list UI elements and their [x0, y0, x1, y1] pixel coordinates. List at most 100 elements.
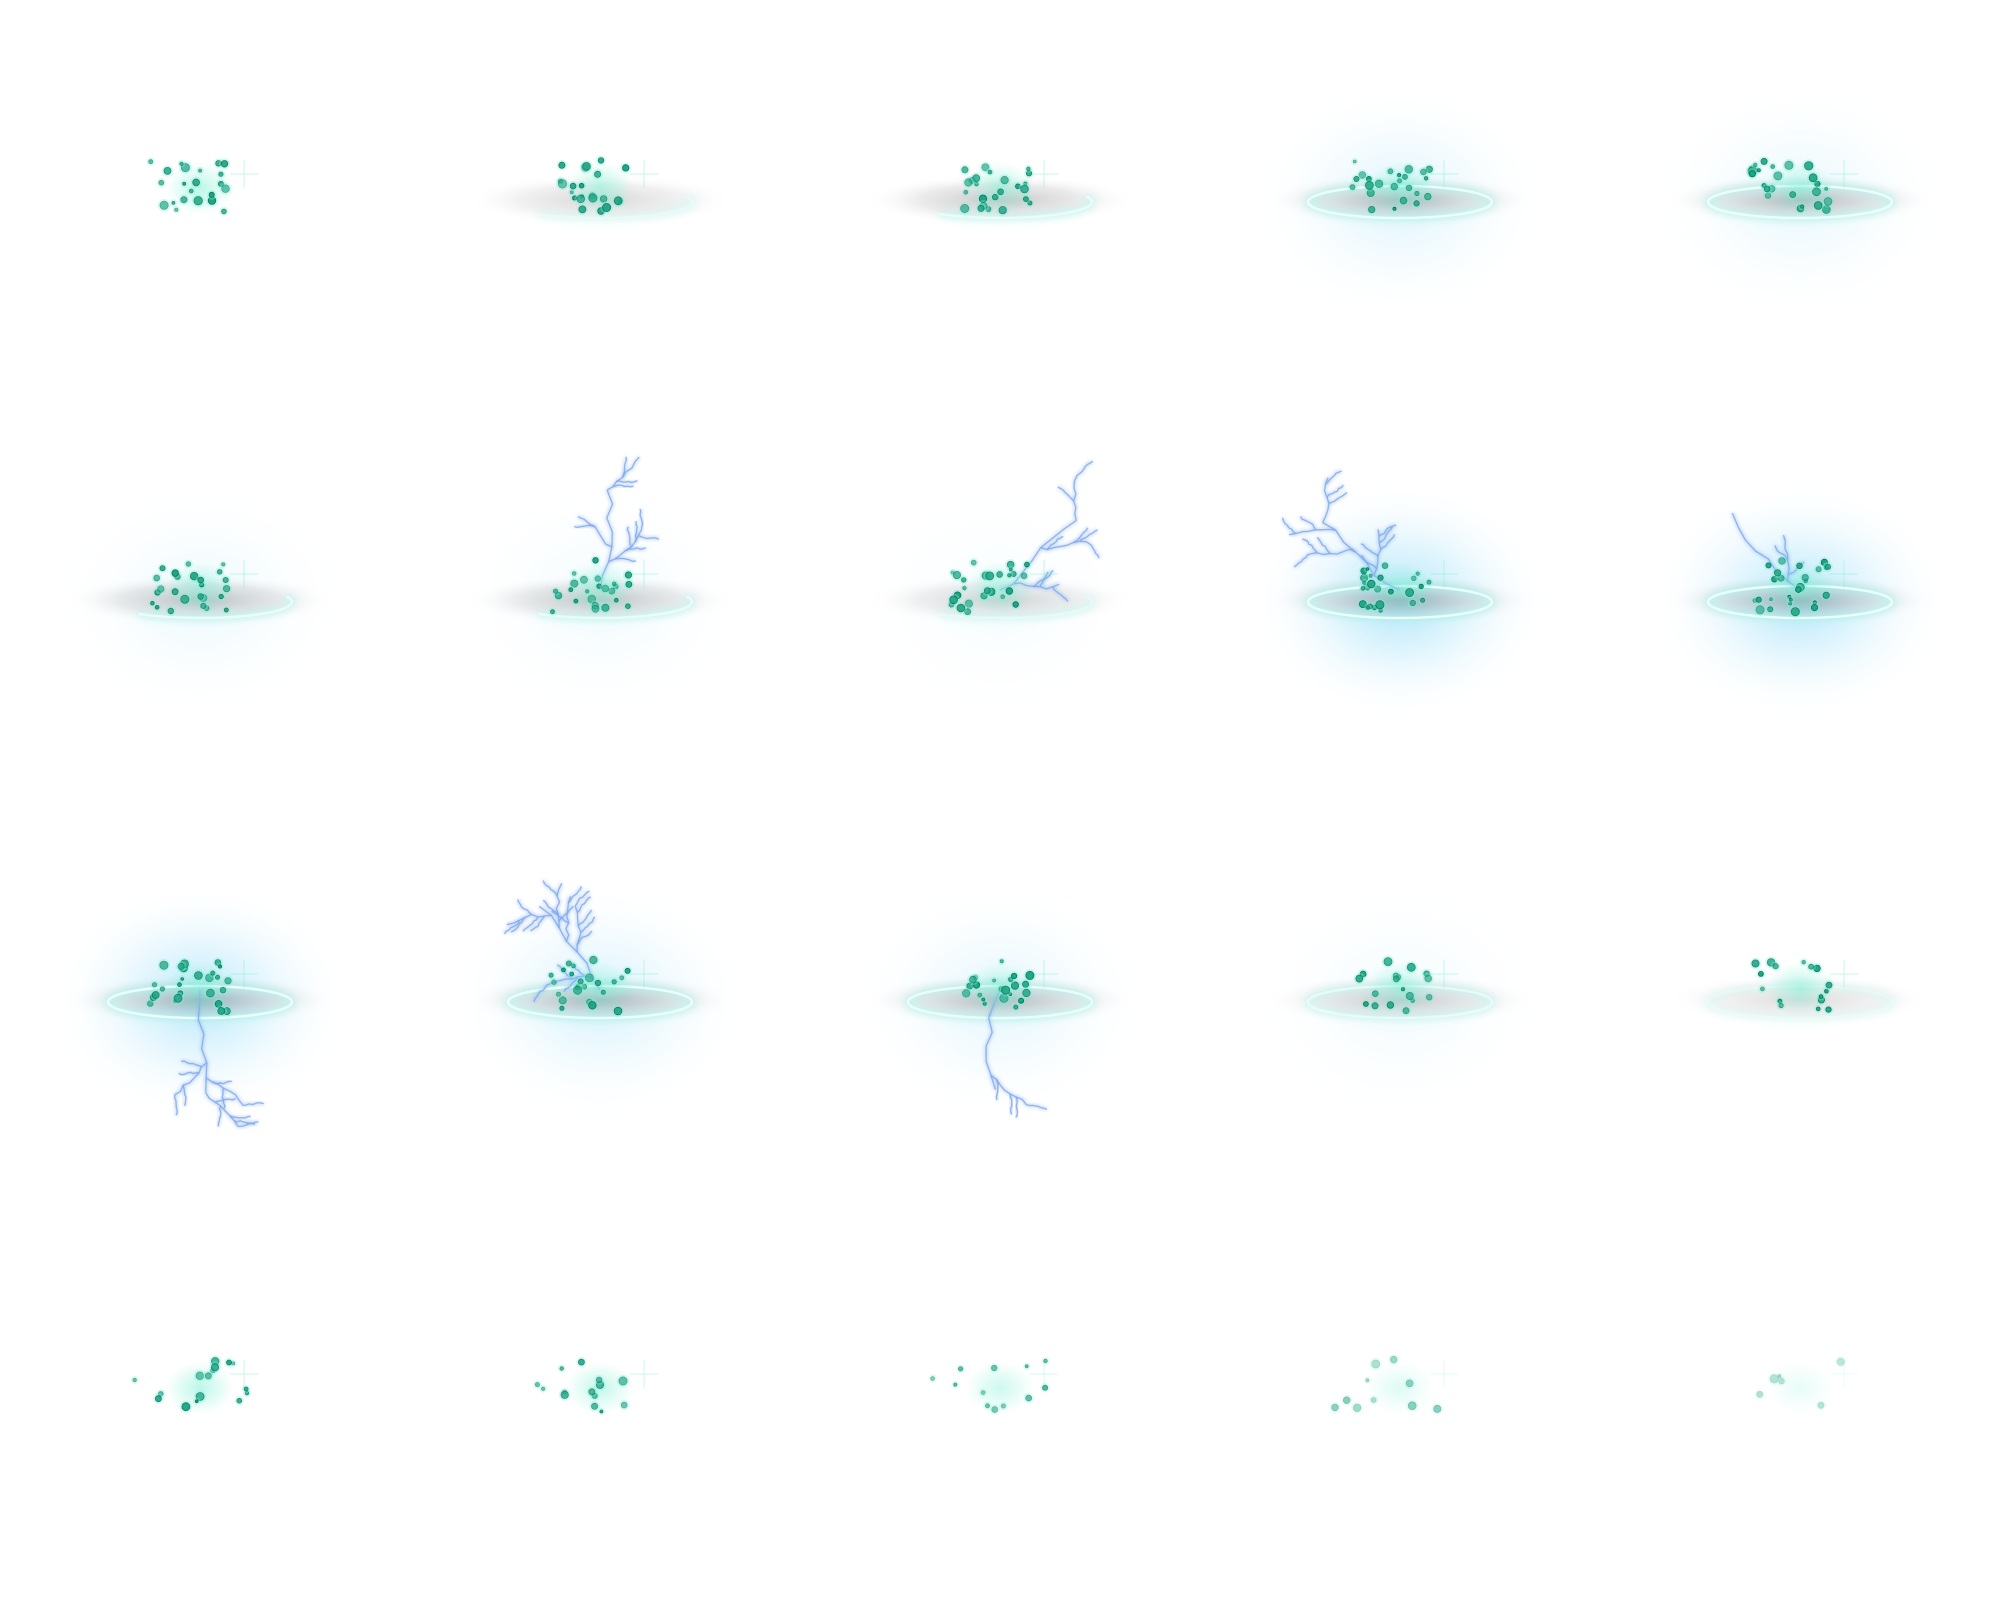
particle-halo [1767, 1372, 1781, 1386]
lightning-bolt [626, 526, 632, 548]
particle-halo [1776, 1376, 1787, 1387]
particle [1010, 972, 1018, 980]
particle [159, 565, 166, 572]
particle [1760, 157, 1768, 165]
particle [1804, 161, 1814, 171]
particle [1796, 562, 1803, 569]
frame-10 [1650, 480, 1950, 720]
particle [1024, 561, 1030, 568]
particle [594, 979, 602, 987]
particle [217, 180, 224, 187]
particle [998, 206, 1007, 215]
lightning-bolt [503, 920, 521, 935]
particle [1425, 994, 1433, 1001]
particle [578, 1358, 585, 1366]
particle [960, 203, 970, 213]
frame-1 [146, 157, 258, 216]
particle [1352, 159, 1357, 164]
particle [613, 196, 623, 206]
particle [996, 571, 1003, 578]
particle [214, 1000, 223, 1008]
particle [195, 1371, 204, 1380]
particle [622, 164, 630, 172]
frame-20 [1754, 1356, 1858, 1414]
particle [1001, 985, 1011, 995]
particle [964, 599, 973, 608]
particle [581, 983, 588, 990]
particle [1401, 987, 1406, 992]
frame-11 [50, 880, 350, 1129]
particle [962, 585, 967, 591]
particle [999, 959, 1004, 964]
particle [223, 607, 229, 613]
particle [1824, 186, 1829, 191]
lightning-bolt [616, 479, 638, 484]
particle [1024, 1364, 1029, 1369]
lightning-bolt [174, 1094, 178, 1116]
particle [582, 162, 591, 171]
particle [595, 1376, 603, 1384]
particle [1813, 201, 1823, 210]
particle [1022, 980, 1030, 988]
particle [573, 598, 579, 604]
particle [585, 589, 590, 594]
particle [585, 973, 594, 983]
frame-8 [850, 459, 1150, 720]
core-glow [566, 962, 634, 1014]
particle [192, 178, 200, 187]
lightning-bolt [1057, 486, 1075, 502]
particle-halo [1775, 1372, 1784, 1380]
particle-halo [1815, 1400, 1827, 1411]
particle [151, 982, 158, 988]
particle [1358, 171, 1367, 179]
particle [1010, 571, 1017, 578]
particle [210, 970, 216, 976]
particle [177, 982, 182, 987]
particle [174, 207, 179, 212]
lightning-bolt [990, 1074, 1027, 1106]
particle [1784, 160, 1794, 170]
particle [1420, 168, 1427, 176]
frame-14 [1250, 880, 1550, 1120]
particle [1764, 192, 1772, 199]
particle-halo [979, 1388, 988, 1397]
particle [1363, 1001, 1369, 1007]
particle [208, 191, 215, 198]
particle [1824, 988, 1829, 994]
particle [1769, 1374, 1779, 1384]
particle [1772, 963, 1779, 970]
particle [974, 181, 979, 187]
particle [1815, 1006, 1821, 1012]
particle [180, 594, 190, 604]
particle [1000, 1403, 1006, 1409]
lightning-bolt [555, 883, 563, 929]
particle [1008, 976, 1014, 983]
particle [151, 991, 160, 999]
particle [1424, 974, 1432, 983]
lightning-bolt [577, 909, 593, 927]
particle [1755, 605, 1765, 615]
particle [1763, 185, 1771, 193]
particle [1355, 974, 1364, 983]
lightning-bolt [181, 1060, 202, 1068]
particle [957, 1366, 964, 1372]
particle [1424, 192, 1432, 201]
lightning-bolt [606, 456, 640, 491]
particle [1808, 963, 1814, 970]
particle [1420, 597, 1426, 603]
particle [1360, 586, 1366, 591]
particle [597, 157, 605, 164]
particle [159, 200, 169, 210]
particle [147, 1000, 154, 1007]
particle [1426, 579, 1432, 585]
particle [608, 587, 616, 595]
particle [1822, 205, 1831, 214]
frame-12 [450, 879, 750, 1120]
particle [214, 959, 222, 966]
lightning-bolt [174, 1062, 208, 1096]
particle [1810, 603, 1819, 612]
ring-arc [938, 595, 1094, 620]
lightning-bolt [1288, 528, 1336, 536]
particle [1365, 567, 1370, 571]
particle [1818, 994, 1824, 999]
